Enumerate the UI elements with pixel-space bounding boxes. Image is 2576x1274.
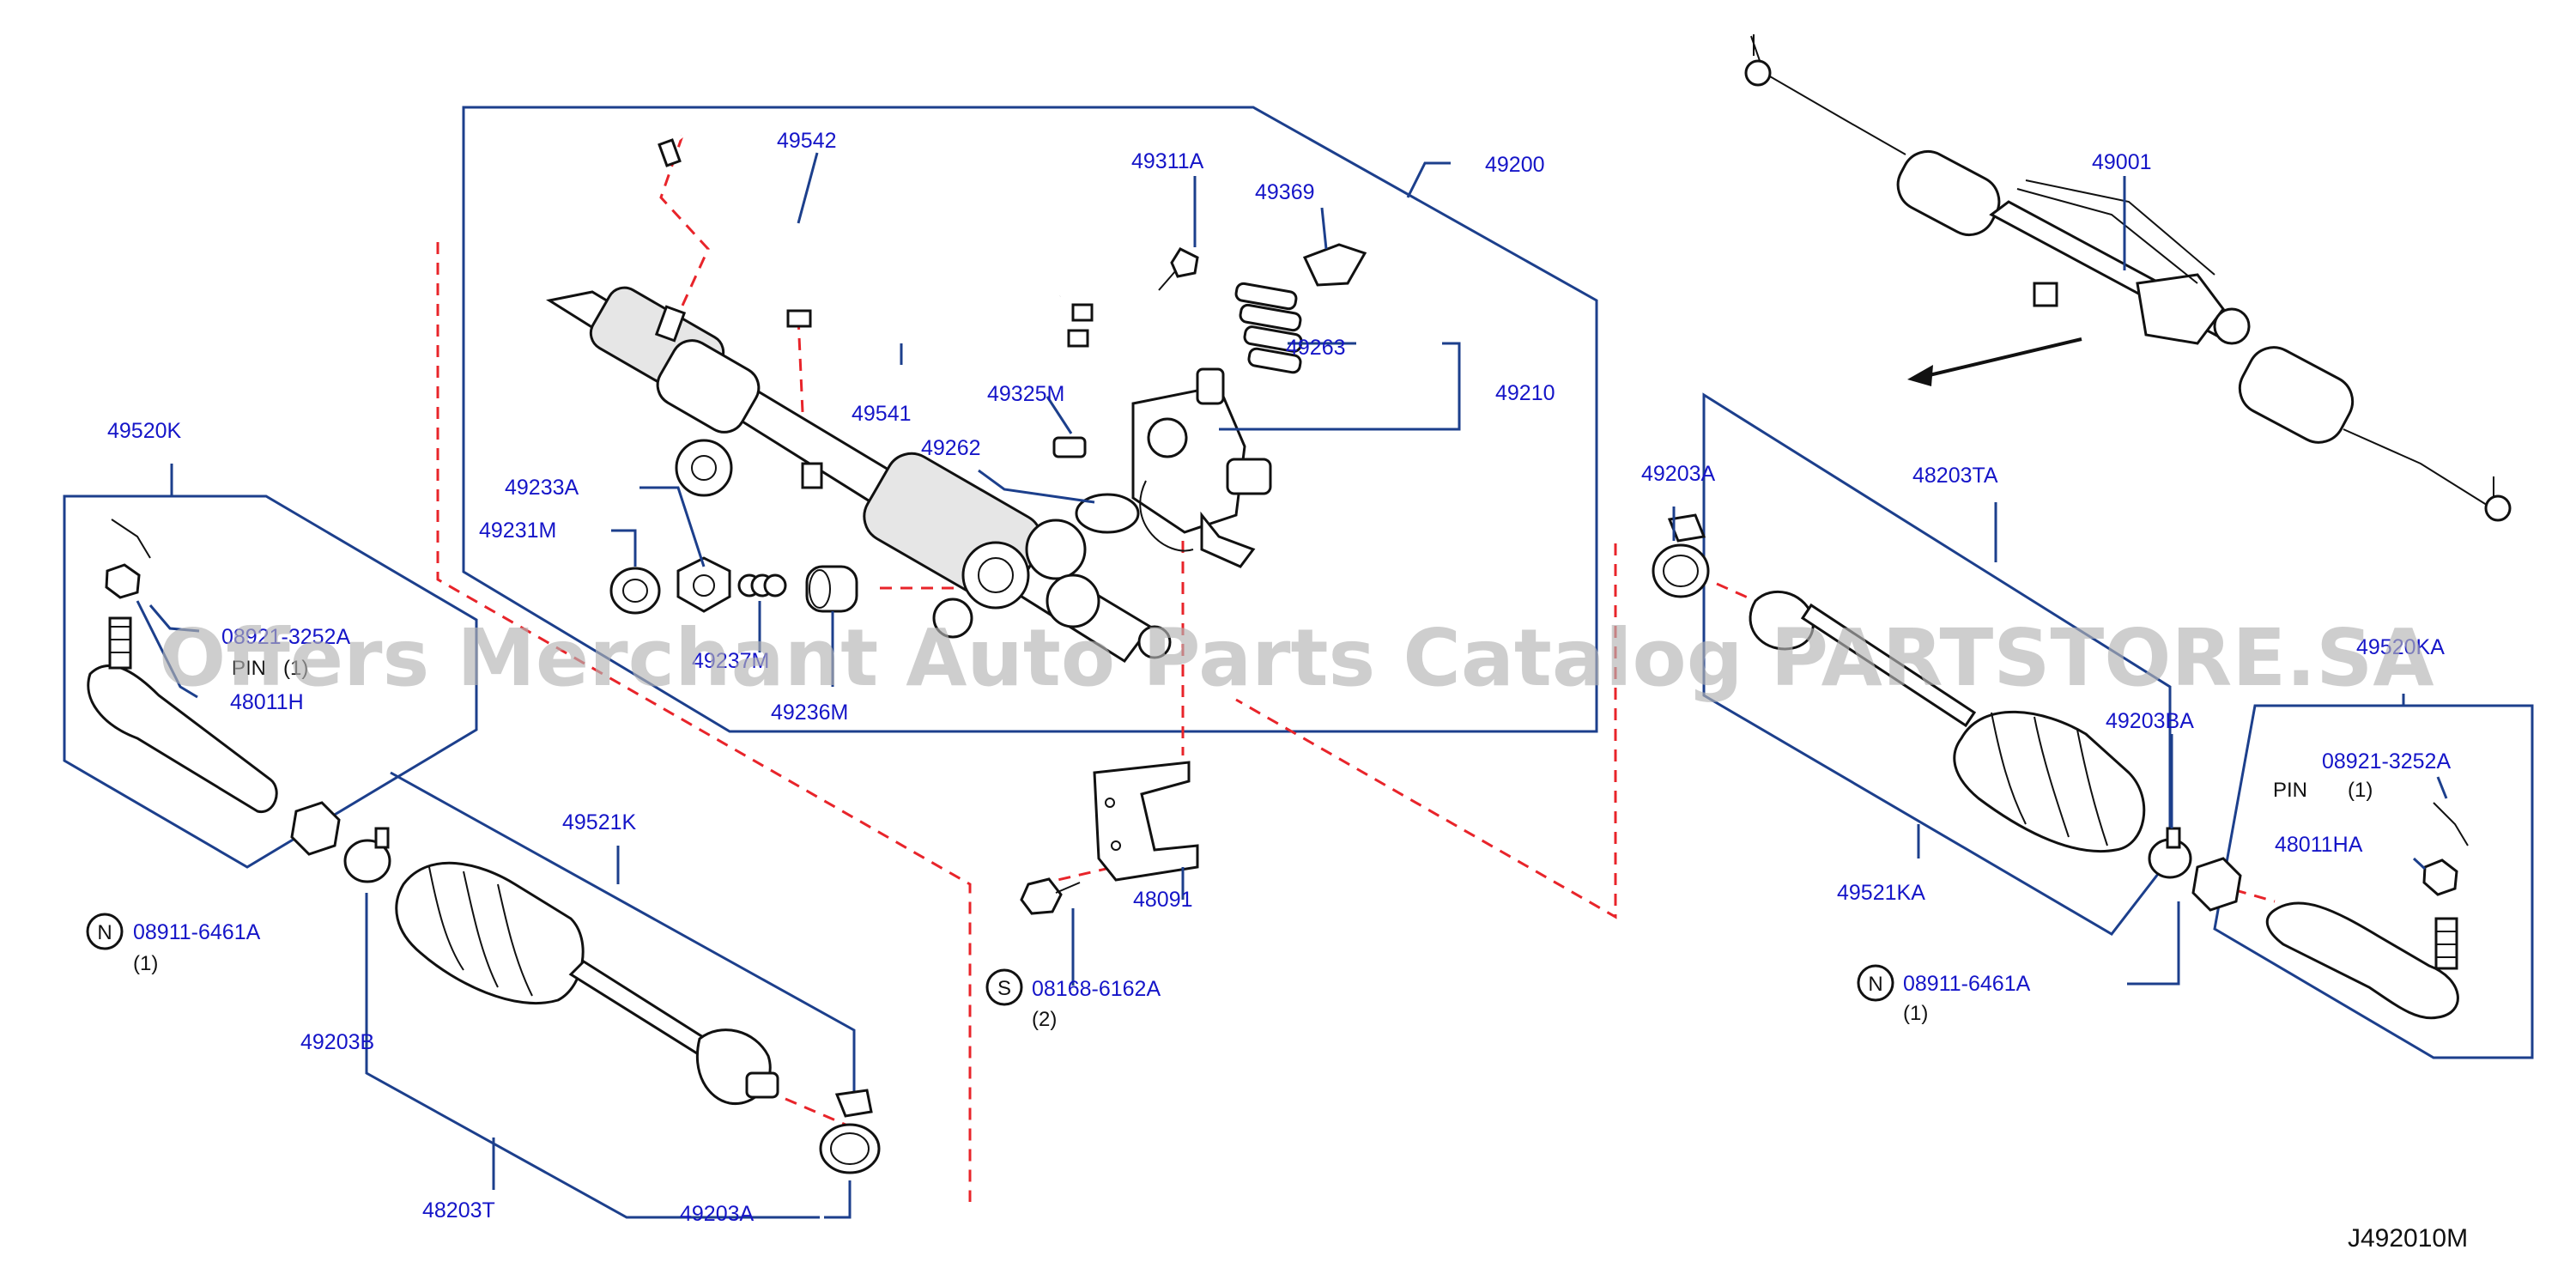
seal-49233A: [676, 556, 731, 613]
label-49325M[interactable]: 49325M: [987, 382, 1064, 406]
clip-49369: [1302, 243, 1367, 287]
leader-lines: [136, 152, 2448, 1219]
steering-gear-housing: [546, 286, 1172, 664]
bolt-49311A: [1158, 247, 1199, 291]
bolt-qty: (2): [1032, 1008, 1057, 1031]
pin-qty-left: (1): [283, 657, 308, 680]
clamp-49203A-bottom: [819, 1089, 881, 1174]
label-49520K[interactable]: 49520K: [107, 419, 182, 443]
control-valve-49210: [1131, 367, 1272, 568]
watermark: Offers Merchant Auto Parts Catalog PARTS…: [159, 612, 2434, 704]
rack-end-48203T: [568, 960, 779, 1106]
symbol-n-right: N: [1857, 964, 1894, 1002]
label-08921-3252A-left[interactable]: 08921-3252A: [221, 625, 350, 649]
boot-49521KA: [1953, 710, 2146, 852]
nut-qty-left: (1): [133, 952, 158, 975]
label-48203TA[interactable]: 48203TA: [1912, 464, 1998, 488]
label-49203A-bottom[interactable]: 49203A: [680, 1202, 755, 1226]
label-49237M[interactable]: 49237M: [692, 649, 769, 673]
svg-text:N: N: [97, 921, 112, 944]
dash-pipe: [659, 135, 710, 325]
steering-gear-assembly-49001: [1744, 34, 2512, 522]
clamp-49203B: [343, 827, 391, 883]
spring-49237M: [737, 573, 787, 598]
label-08168-6162A[interactable]: 08168-6162A: [1032, 977, 1161, 1001]
svg-text:N: N: [1868, 973, 1882, 996]
label-49311A[interactable]: 49311A: [1131, 149, 1204, 173]
label-48011HA[interactable]: 48011HA: [2275, 833, 2363, 857]
dash-right-rack: [1235, 543, 1617, 919]
clamp-49203A-right-top: [1652, 513, 1710, 598]
label-49263[interactable]: 49263: [1286, 336, 1346, 360]
label-48011H[interactable]: 48011H: [230, 690, 304, 714]
label-49200[interactable]: 49200: [1485, 153, 1545, 177]
label-49233A[interactable]: 49233A: [505, 476, 579, 500]
o-ring-49262: [1075, 493, 1140, 534]
label-49520KA[interactable]: 49520KA: [2356, 635, 2445, 659]
label-49542[interactable]: 49542: [777, 129, 837, 153]
label-48203T[interactable]: 48203T: [422, 1198, 495, 1222]
dust-cover-49263: [1234, 282, 1303, 374]
return-tube-49541: [786, 294, 1089, 362]
label-49210[interactable]: 49210: [1495, 381, 1555, 405]
nut-08911-6461A-right: [2191, 857, 2242, 912]
label-08911-6461A-left[interactable]: 08911-6461A: [133, 920, 261, 944]
frame-49520K: [63, 494, 478, 869]
dash-left-rack: [436, 242, 972, 1202]
svg-text:S: S: [997, 977, 1011, 1000]
label-49521K[interactable]: 49521K: [562, 810, 637, 834]
label-08921-3252A-right[interactable]: 08921-3252A: [2322, 749, 2451, 774]
boot-49521K: [395, 861, 585, 1005]
label-49203A-right-top[interactable]: 49203A: [1641, 462, 1716, 486]
bracket-48091: [1093, 761, 1199, 882]
plug-49325M: [1052, 436, 1087, 458]
clamp-49203BA: [2148, 827, 2192, 879]
label-49231M[interactable]: 49231M: [479, 519, 556, 543]
label-49001[interactable]: 49001: [2092, 150, 2152, 174]
label-48091[interactable]: 48091: [1133, 888, 1193, 912]
pin-label-left: PIN: [232, 657, 266, 680]
frame-49200: [462, 106, 1598, 733]
pin-qty-right: (1): [2348, 779, 2373, 802]
dash-pipe2: [797, 317, 821, 473]
frame-49521K: [390, 771, 856, 1099]
symbol-n-left: N: [86, 913, 124, 950]
rack-end-48203TA: [1749, 590, 1977, 728]
retainer-49236M: [805, 565, 858, 613]
tie-rod-end-48011HA: [2265, 802, 2469, 1020]
label-49203B[interactable]: 49203B: [300, 1030, 374, 1054]
label-49236M[interactable]: 49236M: [771, 701, 848, 725]
label-49541[interactable]: 49541: [852, 402, 912, 426]
label-49203BA[interactable]: 49203BA: [2106, 709, 2194, 733]
nut-08911-6461A-left: [290, 801, 341, 856]
label-49262[interactable]: 49262: [921, 436, 981, 460]
dash-left-clamp: [785, 1097, 846, 1126]
seal-49231M: [609, 567, 661, 615]
symbol-s-bolt: S: [985, 968, 1023, 1006]
frame-48203TA: [1702, 392, 2172, 936]
direction-arrow-head: [1907, 365, 1933, 386]
pressure-tube-49542: [658, 118, 1094, 322]
diagram-code: J492010M: [2348, 1224, 2468, 1253]
label-49521KA[interactable]: 49521KA: [1837, 881, 1925, 905]
label-49369[interactable]: 49369: [1255, 180, 1315, 204]
direction-arrow: [1918, 337, 2082, 379]
pin-label-right: PIN: [2273, 779, 2307, 802]
label-08911-6461A-right[interactable]: 08911-6461A: [1903, 972, 2031, 996]
tie-rod-end-48011H: [87, 519, 278, 813]
bolt-08168-6162A: [1020, 877, 1081, 915]
nut-qty-right: (1): [1903, 1002, 1928, 1025]
